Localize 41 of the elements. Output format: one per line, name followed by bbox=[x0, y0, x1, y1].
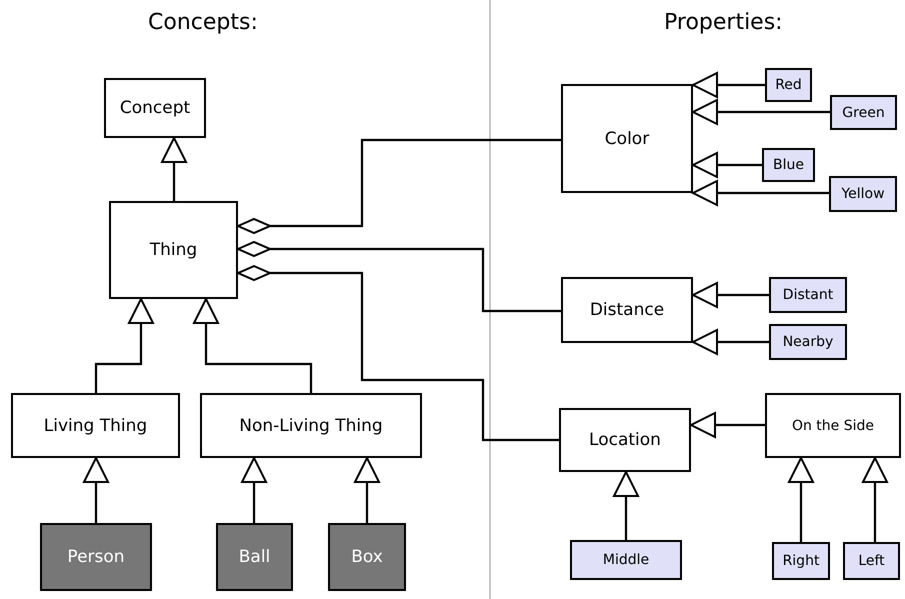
inheritance-arrow bbox=[692, 152, 764, 178]
class-box: Non-Living Thing bbox=[200, 393, 422, 458]
class-box: Ball bbox=[216, 523, 293, 591]
inheritance-arrow bbox=[692, 180, 830, 206]
class-box: Nearby bbox=[769, 324, 847, 360]
section-heading: Properties: bbox=[664, 10, 783, 35]
class-box: On the Side bbox=[765, 393, 901, 458]
class-box: Box bbox=[328, 523, 406, 591]
inheritance-arrow bbox=[161, 137, 188, 202]
class-box: Left bbox=[843, 542, 900, 580]
inheritance-arrow bbox=[193, 298, 312, 393]
class-box: Distant bbox=[769, 277, 847, 313]
aggregation-connector bbox=[237, 138, 561, 234]
inheritance-arrow bbox=[690, 412, 766, 438]
inheritance-arrow bbox=[354, 457, 380, 524]
class-box: Location bbox=[559, 408, 691, 472]
aggregation-connector bbox=[237, 265, 559, 442]
class-box: Red bbox=[765, 68, 812, 102]
inheritance-arrow bbox=[692, 282, 770, 308]
inheritance-arrow bbox=[788, 457, 814, 544]
class-box: Blue bbox=[762, 148, 815, 182]
class-box: Distance bbox=[561, 277, 693, 343]
class-box: Yellow bbox=[829, 176, 897, 212]
inheritance-arrow bbox=[692, 99, 832, 125]
inheritance-arrow bbox=[692, 329, 770, 355]
class-box: Right bbox=[772, 542, 830, 580]
inheritance-arrow bbox=[83, 457, 109, 524]
inheritance-arrow bbox=[862, 457, 888, 544]
inheritance-arrow bbox=[241, 457, 268, 524]
class-box: Person bbox=[40, 523, 152, 591]
class-box: Color bbox=[561, 84, 693, 193]
inheritance-arrow bbox=[692, 72, 766, 98]
inheritance-arrow bbox=[94, 298, 154, 393]
class-box: Thing bbox=[109, 201, 238, 299]
section-heading: Concepts: bbox=[148, 10, 258, 35]
class-box: Green bbox=[830, 95, 897, 130]
aggregation-connector bbox=[237, 241, 561, 312]
class-box: Middle bbox=[570, 540, 682, 580]
class-box: Concept bbox=[104, 78, 206, 138]
class-box: Living Thing bbox=[11, 393, 180, 458]
inheritance-arrow bbox=[613, 471, 639, 542]
